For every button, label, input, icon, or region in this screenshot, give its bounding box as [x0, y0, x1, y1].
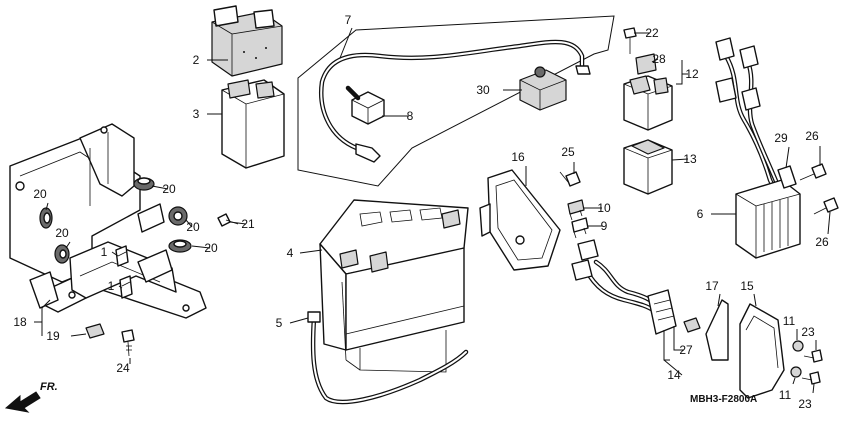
- starter-relay-switch: [623, 75, 673, 131]
- screw-22: [623, 27, 637, 54]
- collar-19: [85, 323, 105, 339]
- side-cover-plate: [739, 303, 785, 399]
- callout-c13: 13: [683, 152, 697, 166]
- fuse-10a: [571, 217, 589, 239]
- callout-c30: 30: [476, 83, 490, 97]
- sub-harness: [571, 239, 677, 335]
- callout-c4: 4: [287, 246, 294, 260]
- callout-c23b: 23: [798, 397, 812, 411]
- callout-c20a: 20: [162, 182, 176, 196]
- callout-c25: 25: [561, 145, 575, 159]
- callout-c29: 29: [774, 131, 788, 145]
- callout-c28: 28: [652, 52, 666, 66]
- callout-c11a: 11: [783, 314, 796, 328]
- bolt-24: [121, 329, 135, 357]
- callout-c23a: 23: [801, 325, 815, 339]
- callout-c20b: 20: [33, 187, 47, 201]
- callout-c15: 15: [740, 279, 754, 293]
- callout-c2: 2: [193, 53, 200, 67]
- bolt-26-upper: [799, 163, 827, 181]
- callout-c24: 24: [116, 361, 130, 375]
- regulator-rectifier: [735, 179, 801, 259]
- leader-lines: [34, 27, 831, 394]
- callout-c14: 14: [667, 368, 681, 382]
- front-direction-label: FR.: [40, 381, 58, 393]
- mounting-bracket: [9, 123, 207, 319]
- battery: [319, 199, 469, 373]
- callout-c17: 17: [705, 279, 719, 293]
- insulator-sheet: [705, 299, 729, 361]
- callout-c3: 3: [193, 107, 200, 121]
- callout-c16: 16: [511, 150, 525, 164]
- callout-c10: 10: [597, 201, 611, 215]
- callout-c20c: 20: [186, 220, 200, 234]
- fuse-box-cover: [211, 5, 283, 77]
- front-direction-indicator: FR.: [4, 381, 58, 413]
- relay-28: [635, 53, 657, 75]
- bolt-21: [217, 213, 239, 227]
- callout-c7: 7: [345, 13, 352, 27]
- drawing-code: MBH3-F2800A: [690, 394, 757, 405]
- connector-27: [683, 317, 701, 333]
- callout-c27: 27: [679, 343, 693, 357]
- bolt-26-lower: [813, 197, 839, 215]
- bolt-23-upper: [803, 349, 823, 363]
- fuse-30a: [567, 199, 585, 221]
- starter-relay: [519, 66, 567, 111]
- callout-c1a: 1: [101, 245, 108, 259]
- front-arrow-icon: [4, 391, 41, 413]
- callout-c21: 21: [241, 217, 255, 231]
- callout-c20d: 20: [55, 226, 69, 240]
- bolt-25: [559, 171, 581, 187]
- relay-holder: [623, 139, 673, 195]
- callout-c5: 5: [276, 316, 283, 330]
- callout-c26a: 26: [805, 129, 819, 143]
- callout-c26b: 26: [815, 235, 829, 249]
- breather-tube: [307, 281, 469, 405]
- callout-c20e: 20: [204, 241, 218, 255]
- cable-kit-frame: [297, 15, 615, 187]
- battery-cable: [319, 39, 591, 163]
- collar-11-upper: [792, 340, 804, 352]
- callout-c9: 9: [601, 219, 608, 233]
- callout-c12: 12: [685, 67, 699, 81]
- callout-c19: 19: [46, 329, 60, 343]
- callout-c8: 8: [407, 109, 414, 123]
- callout-c1b: 1: [108, 279, 115, 293]
- callout-c6: 6: [697, 207, 704, 221]
- callout-c11b: 11: [779, 388, 792, 402]
- callout-c18: 18: [13, 315, 27, 329]
- main-fuse-box: [479, 169, 561, 271]
- grommet-set: [39, 177, 192, 264]
- callout-c22: 22: [645, 26, 659, 40]
- bolt-23-lower: [801, 371, 821, 385]
- starter-cable-terminal: [345, 85, 385, 125]
- collar-11-lower: [790, 366, 802, 378]
- regulator-harness: [715, 37, 781, 203]
- fuse-box: [221, 79, 285, 169]
- clip-set: [115, 245, 133, 299]
